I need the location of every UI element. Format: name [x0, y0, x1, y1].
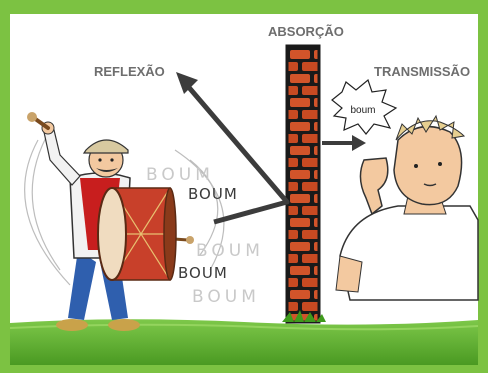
frame-left: [0, 0, 10, 373]
sound-word: BOUM: [178, 264, 228, 282]
label-transmission: TRANSMISSÃO: [374, 64, 470, 79]
bubble-text: boum: [350, 105, 375, 116]
frame-right: [478, 0, 488, 373]
label-absorption: ABSORÇÃO: [268, 24, 344, 39]
sound-word: BOUM: [146, 165, 214, 185]
sound-word: BOUM: [192, 287, 260, 307]
frame-top: [0, 0, 488, 14]
drum-icon: [98, 188, 176, 280]
sound-word: BOUM: [196, 241, 264, 261]
brick-wall: [282, 46, 326, 322]
sound-word: BOUM: [188, 185, 238, 203]
label-reflection: REFLEXÃO: [94, 64, 165, 79]
